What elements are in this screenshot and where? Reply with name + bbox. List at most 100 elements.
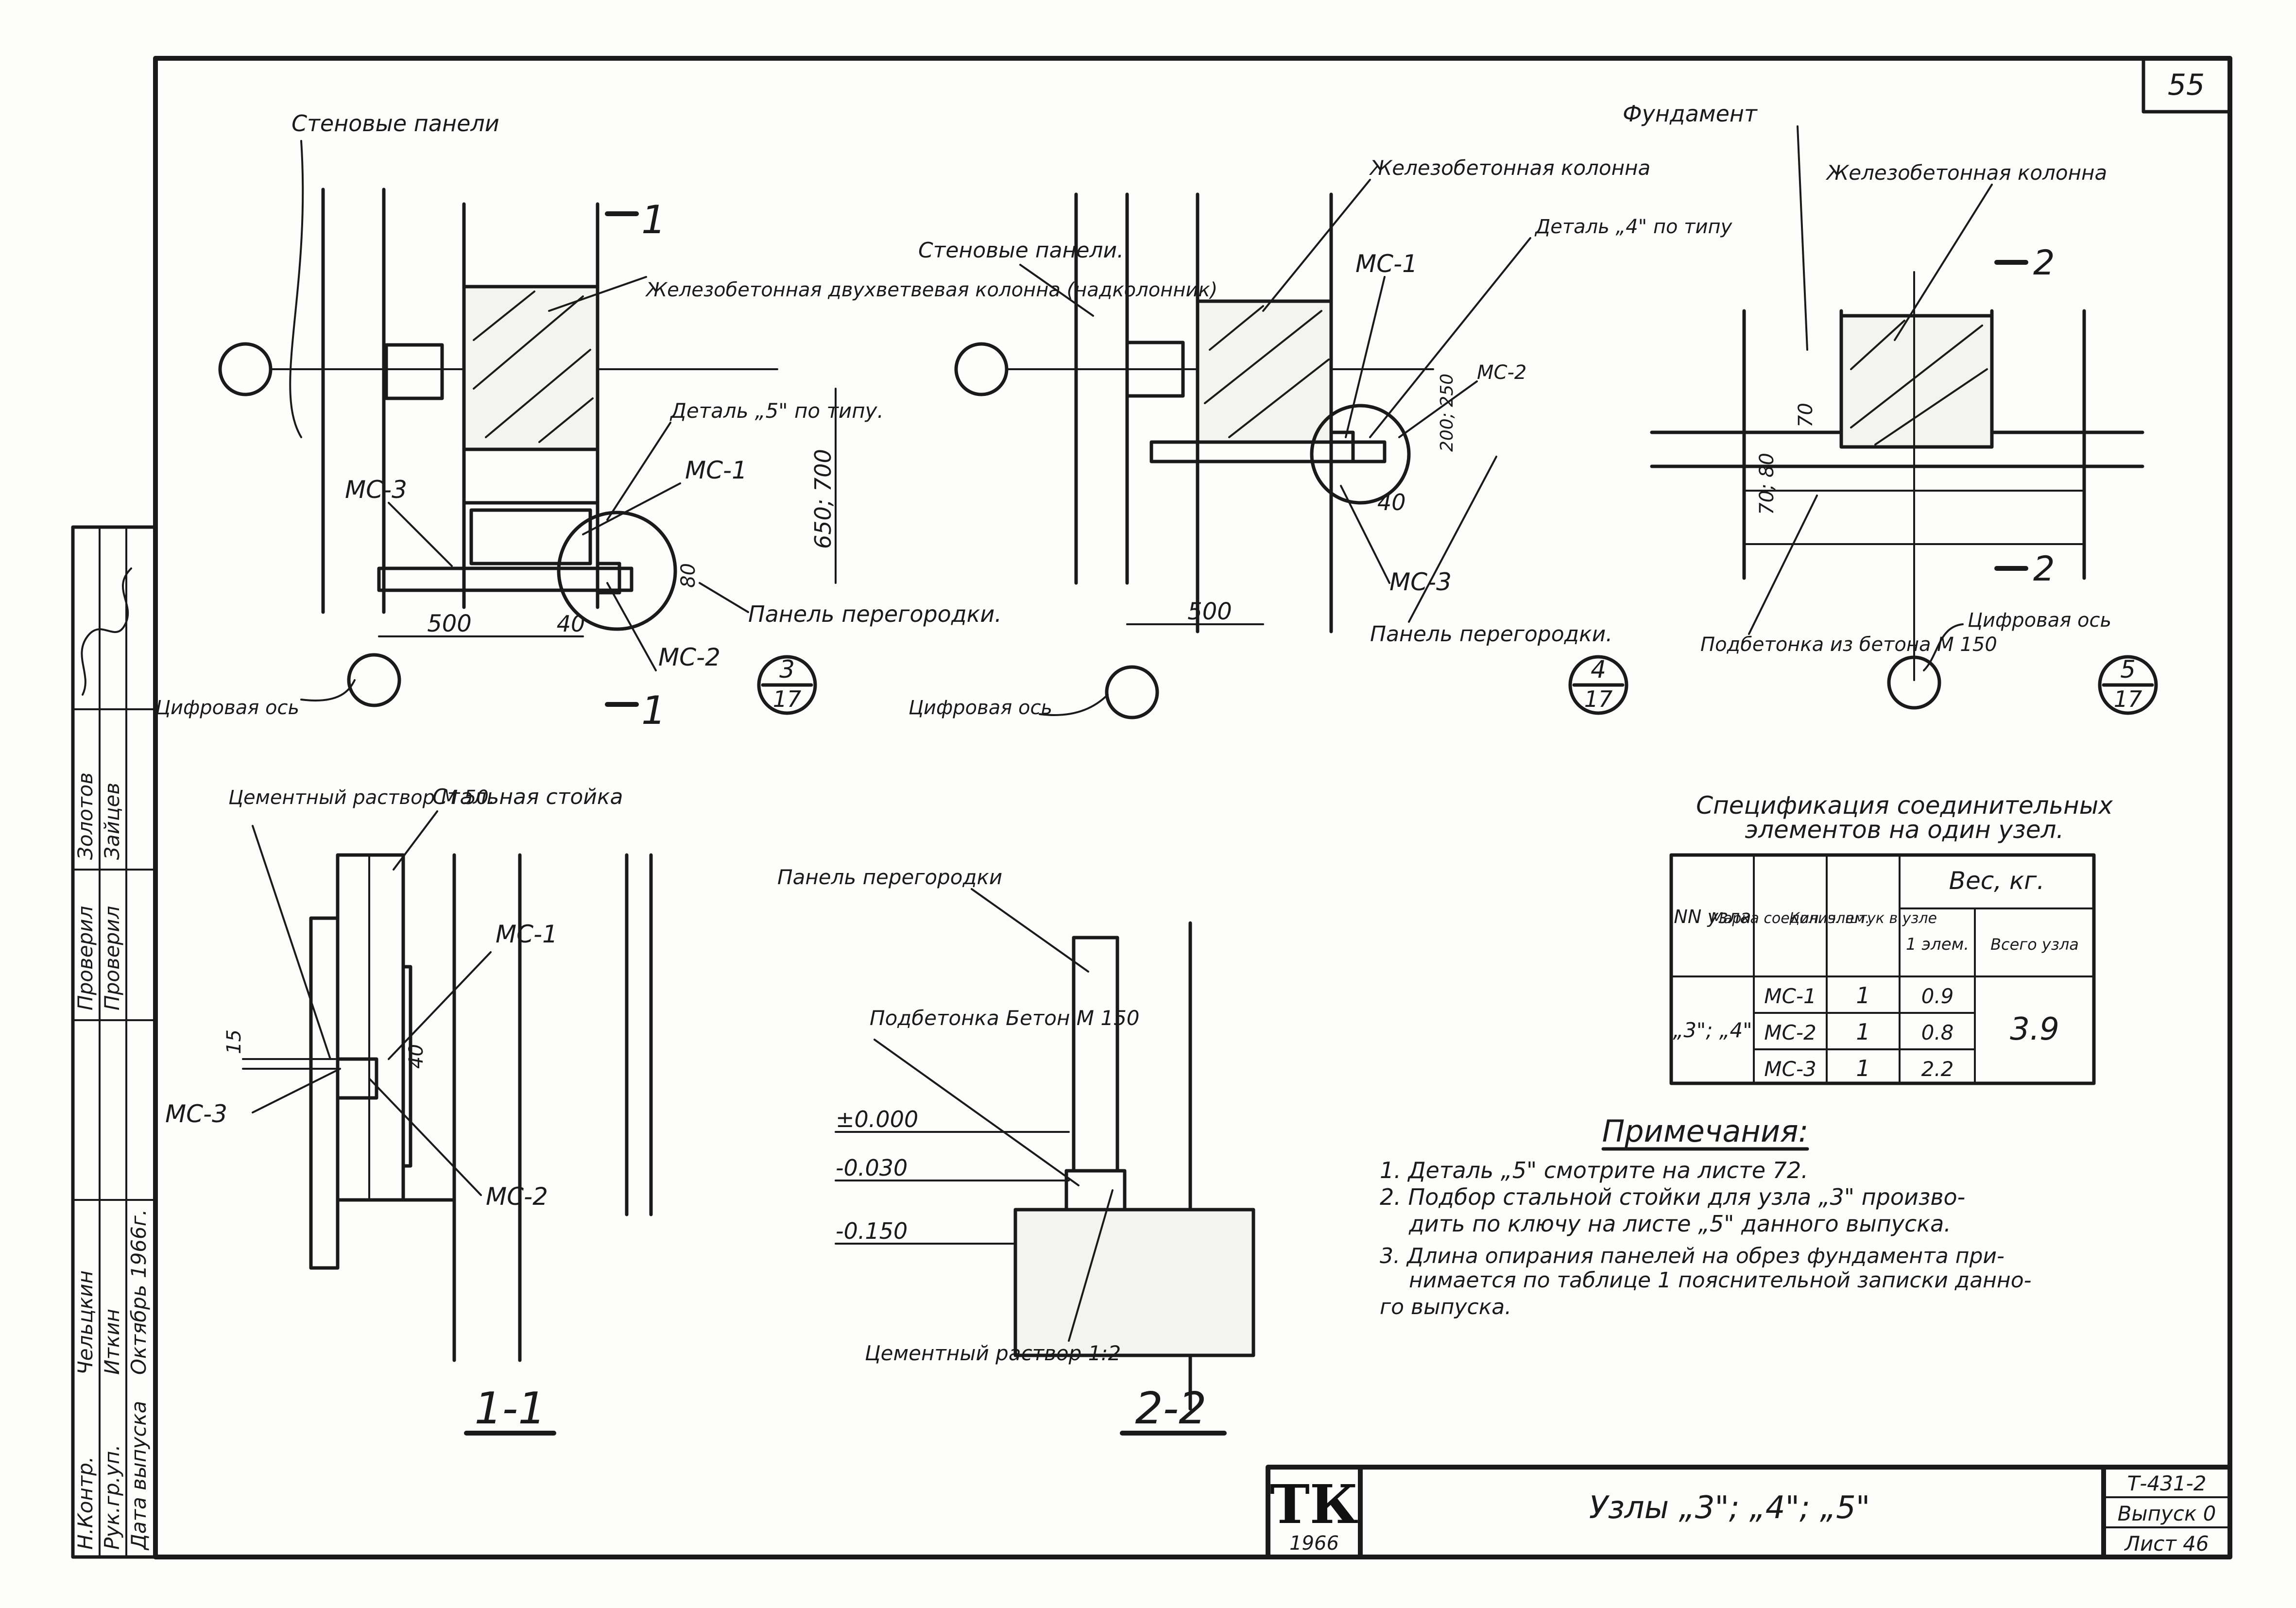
signature-name-5: Золотов (73, 772, 97, 860)
d4-partition-label: Панель перегородки. (1370, 622, 1612, 647)
spec-row-2-w: 0.8 (1921, 1021, 1954, 1044)
d3-bubble-bottom: 17 (773, 686, 802, 712)
notes: Примечания: 1. Деталь „5" смотрите на ли… (1380, 1113, 2032, 1319)
d3-dim-500: 500 (427, 610, 472, 637)
signature-name-4: Зайцев (100, 783, 124, 860)
d4-axis-label: Цифровая ось (908, 697, 1052, 719)
spec-row-3-qty: 1 (1856, 1055, 1870, 1081)
signature-name-1: Чельцкин (73, 1270, 97, 1375)
d5-bubble-top: 5 (2120, 655, 2136, 684)
d3-mc3-label: МС-3 (345, 476, 407, 504)
s11-mortar-label: Цементный раствор М 50. (228, 787, 495, 809)
spec-node-label: „3"; „4" (1673, 1018, 1752, 1042)
signature-name-3: Октябрь 1966г. (127, 1209, 151, 1375)
d5-axis-label: Цифровая ось (1968, 609, 2111, 632)
s22-mortar-label: Цементный раствор 1:2 (865, 1341, 1121, 1365)
d3-axis-label: Цифровая ось (155, 697, 299, 719)
sheet-number: Лист 46 (2124, 1532, 2209, 1556)
note-line-5: нимается по таблице 1 пояснительной запи… (1409, 1268, 2032, 1293)
spec-header-weight: Вес, кг. (1949, 867, 2045, 895)
s22-partition-label: Панель перегородки (777, 865, 1002, 889)
note-line-1: 1. Деталь „5" смотрите на листе 72. (1380, 1157, 1808, 1183)
sheet-issue: Выпуск 0 (2118, 1502, 2216, 1525)
d4-mc2-label: МС-2 (1477, 361, 1526, 384)
signature-role-2: Рук.гр.уп. (100, 1444, 124, 1550)
spec-row-3-mark: МС-3 (1764, 1057, 1816, 1081)
s11-stand-label: Стальная стойка (432, 785, 623, 809)
d3-partition-label: Панель перегородки. (748, 601, 1002, 627)
s11-dim-40: 40 (405, 1044, 428, 1069)
spec-row-2-qty: 1 (1856, 1019, 1870, 1045)
signature-role-4: Проверил (100, 906, 124, 1010)
d5-dim-70: 70 (1795, 403, 1817, 428)
s22-level-2: -0.150 (836, 1218, 908, 1244)
d5-section-mark-bottom: 2 (2033, 549, 2055, 589)
spec-row-1-qty: 1 (1856, 982, 1870, 1009)
section-2-2: ±0.000 -0.030 -0.150 Панель перегородки … (777, 865, 1255, 1436)
d3-mc2-label: МС-2 (658, 643, 720, 671)
signature-role-1: Н.Контр. (73, 1456, 97, 1550)
s11-mc2-label: МС-2 (486, 1182, 548, 1211)
spec-header-mark: Марка соедин. элем. (1711, 910, 1870, 927)
spec-title-line2: элементов на один узел. (1745, 816, 2064, 844)
s11-dim-15: 15 (223, 1029, 245, 1054)
d4-bubble-top: 4 (1591, 655, 1606, 684)
signature-strip: Н.Контр. Чельцкин Рук.гр.уп. Иткин Дата … (71, 525, 157, 1559)
signature-role-3: Дата выпуска (127, 1401, 151, 1551)
spec-row-1-mark: МС-1 (1764, 984, 1816, 1008)
spec-header-w-one: 1 элем. (1906, 935, 1969, 954)
detail-3: 500 40 650; 700 80 1 1 Стеновые панели Ж… (155, 110, 1217, 733)
d4-bubble-bottom: 17 (1584, 686, 1613, 712)
signature-name-2: Иткин (100, 1309, 124, 1375)
d3-bubble-top: 3 (779, 655, 795, 684)
d3-column-label: Железобетонная двухветвевая колонна (над… (645, 279, 1217, 301)
d4-column-label: Железобетонная колонна (1369, 156, 1650, 180)
spec-header-qty: Колич. штук в узле (1789, 910, 1937, 927)
spec-header-node: NN узла (1674, 906, 1751, 927)
s22-concrete-prep-label: Подбетонка Бетон М 150 (870, 1006, 1140, 1030)
spec-row-2-mark: МС-2 (1764, 1021, 1816, 1044)
notes-title: Примечания: (1602, 1113, 1809, 1149)
sheet-title: Узлы „3"; „4"; „5" (1589, 1490, 1870, 1526)
spec-row-3-w: 2.2 (1921, 1057, 1954, 1081)
d5-foundation-label: Фундамент (1623, 101, 1758, 127)
d4-dim-500: 500 (1187, 598, 1232, 625)
s11-mc1-label: МС-1 (496, 920, 558, 948)
d4-detail-ref: Деталь „4" по типу (1534, 216, 1733, 238)
signature-role-5: Проверил (73, 906, 97, 1010)
handwritten-signature (81, 567, 132, 696)
spec-header-w-total: Всего узла (1990, 935, 2079, 954)
s11-title: 1-1 (475, 1383, 546, 1434)
spec-row-1-w: 0.9 (1921, 984, 1954, 1008)
logo-year: 1966 (1289, 1532, 1339, 1555)
note-line-2: 2. Подбор стальной стойки для узла „3" п… (1380, 1184, 1965, 1210)
note-line-3: дить по ключу на листе „5" данного выпус… (1408, 1211, 1951, 1237)
d3-dim-40: 40 (557, 611, 585, 637)
d3-dim-80: 80 (677, 563, 700, 588)
d5-concrete-prep-label: Подбетонка из бетона М 150 (1700, 633, 1997, 656)
s11-mc3-label: МС-3 (165, 1100, 227, 1128)
note-line-4: 3. Длина опирания панелей на обрез фунда… (1380, 1244, 2005, 1268)
detail-5: 2 2 70 70; 80 Фундамент Железобетонная к… (1623, 101, 2158, 715)
page-number: 55 (2168, 68, 2205, 102)
d5-section-mark-top: 2 (2033, 243, 2055, 283)
d4-dim-40: 40 (1377, 489, 1406, 515)
s22-level-0: ±0.000 (836, 1106, 918, 1132)
d4-mc1-label: МС-1 (1355, 250, 1418, 278)
title-block: ТК 1966 Узлы „3"; „4"; „5" Т-431-2 Выпус… (1266, 1465, 2232, 1559)
s22-title: 2-2 (1135, 1383, 1207, 1434)
d4-mc3-label: МС-3 (1389, 568, 1452, 596)
spec-title-line1: Спецификация соединительных (1696, 791, 2113, 820)
d4-wall-panels-label: Стеновые панели. (918, 238, 1124, 263)
d5-bubble-bottom: 17 (2114, 686, 2142, 712)
logo-tk: ТК (1270, 1473, 1358, 1536)
d5-column-label: Железобетонная колонна (1825, 161, 2107, 185)
d3-wall-panels-label: Стеновые панели (291, 110, 499, 137)
section-1-1: 15 40 Цементный раствор М 50. Стальная с… (165, 785, 653, 1436)
d5-dim-70-80: 70; 80 (1756, 453, 1778, 515)
s22-level-1: -0.030 (836, 1155, 908, 1181)
spec-total: 3.9 (2010, 1011, 2059, 1047)
spec-table: Спецификация соединительных элементов на… (1669, 791, 2113, 1085)
note-line-6: го выпуска. (1380, 1295, 1511, 1319)
